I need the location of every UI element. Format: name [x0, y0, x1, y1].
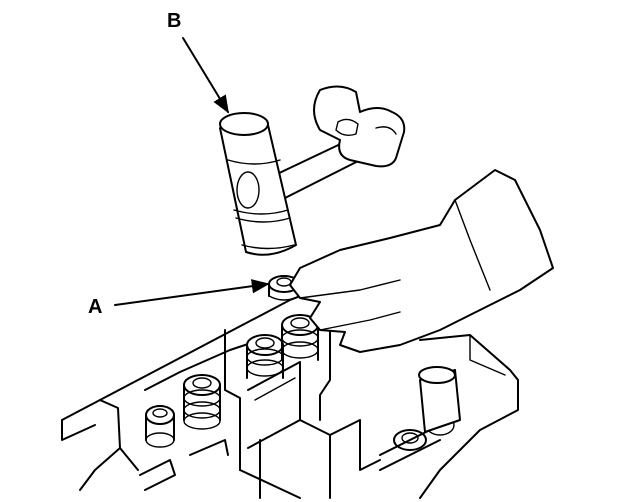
valve-spring-3 [246, 334, 284, 379]
callout-label-b: B [167, 10, 182, 32]
leader-line-a [114, 279, 270, 306]
callout-label-a: A [88, 296, 103, 318]
valve-spring-row [145, 314, 461, 471]
valve-spring-1 [145, 405, 175, 448]
valve-spring-2 [183, 374, 221, 430]
upper-hand [313, 85, 406, 168]
valve-guide [418, 366, 461, 433]
valve-spring-4 [281, 314, 319, 361]
cylinder-head [61, 284, 519, 499]
lower-hand [289, 169, 554, 353]
leader-line-b [182, 37, 229, 114]
